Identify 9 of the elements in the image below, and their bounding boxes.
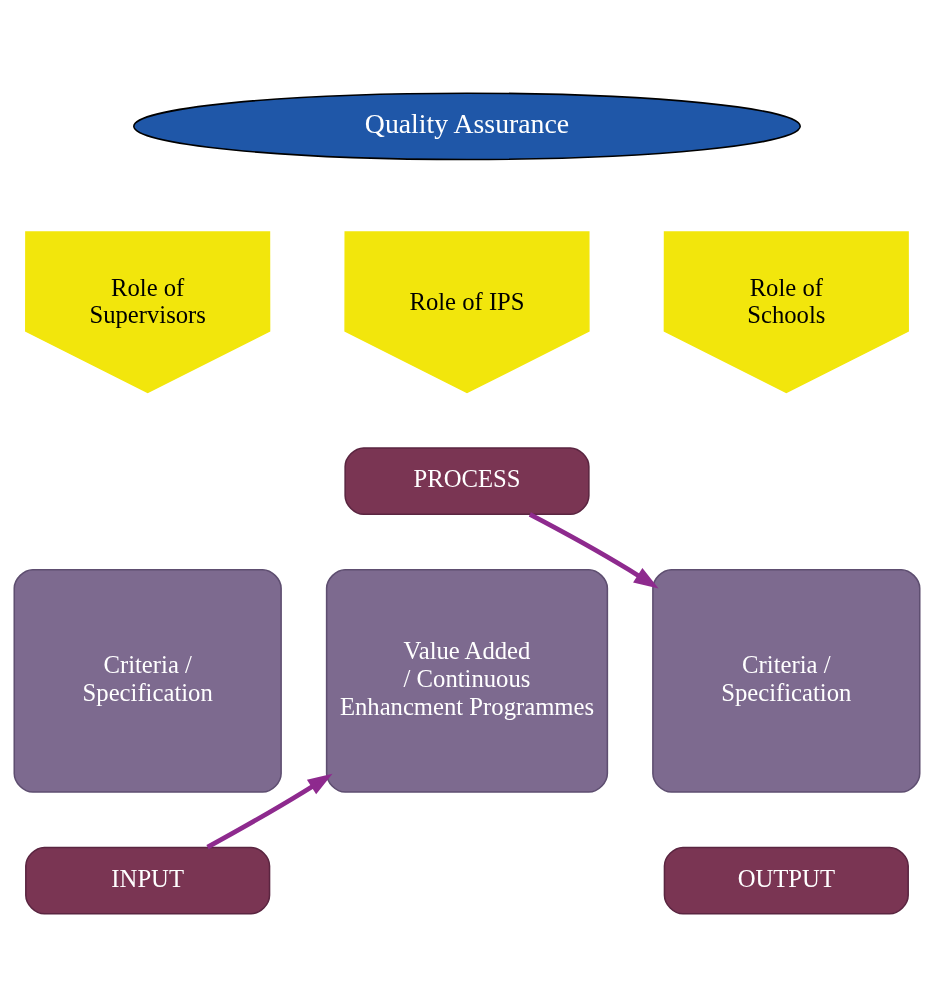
node-ellipse: Quality Assurance — [133, 91, 801, 160]
arrow — [206, 773, 333, 849]
node-box: Criteria / Specification — [652, 568, 921, 793]
arrow — [528, 511, 659, 589]
node-box: Value Added / Continuous Enhancment Programmes — [325, 568, 609, 793]
node-box: OUTPUT — [663, 846, 909, 915]
node-box: INPUT — [25, 846, 271, 915]
node-box: PROCESS — [344, 446, 590, 515]
node-box: Criteria / Specification — [13, 568, 282, 793]
